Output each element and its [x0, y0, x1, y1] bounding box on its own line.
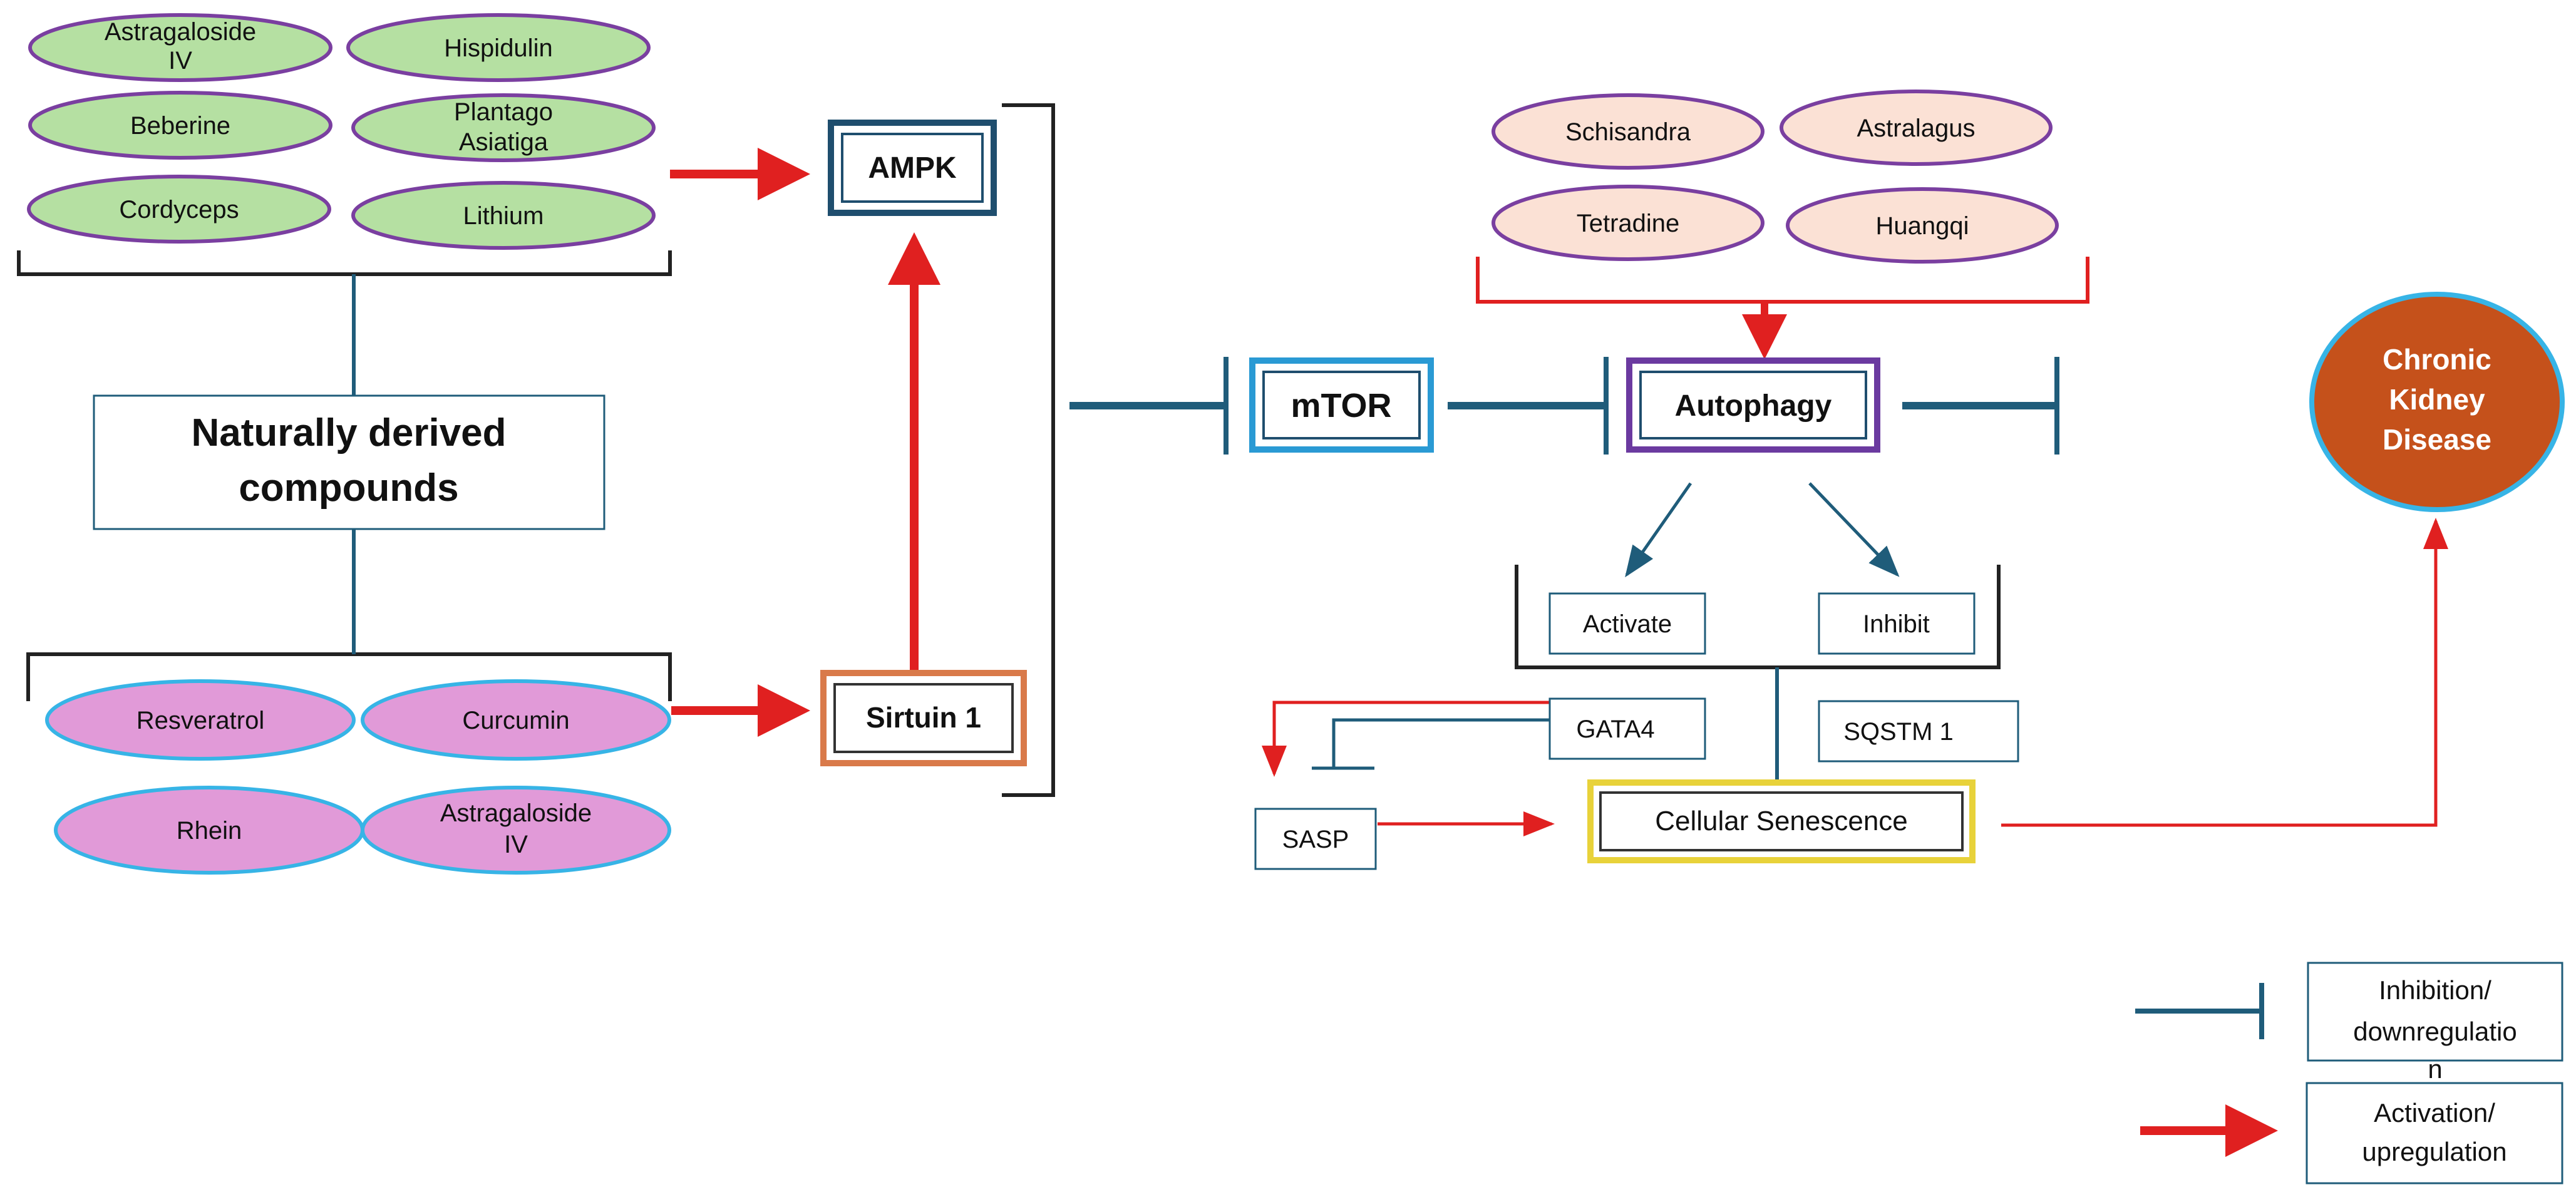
node-label: mTOR: [1291, 387, 1391, 424]
compound-label: Curcumin: [462, 707, 569, 734]
node-label: AMPK: [868, 152, 957, 185]
node-label: Inhibit: [1863, 610, 1930, 638]
arrow-autophagy-to-inhibit: [1808, 482, 1900, 577]
node-label: Chronic: [2383, 343, 2491, 376]
node-label: Autophagy: [1675, 389, 1832, 423]
bracket-peach-compounds: [1476, 257, 2089, 304]
connectors: [17, 103, 2448, 836]
bracket-pink-compounds: [26, 652, 672, 701]
bracket-activate-inhibit: [1515, 565, 2001, 669]
node-activate: Activate: [1548, 592, 1706, 655]
compound-label: Beberine: [130, 112, 230, 140]
pink-compounds: Resveratrol Curcumin Rhein Astragaloside…: [45, 679, 671, 875]
legend-label: Activation/: [2374, 1098, 2495, 1128]
compound-label: Astragaloside: [105, 18, 256, 46]
compound-beberine: Beberine: [28, 91, 332, 160]
arrow-senescence-to-ckd: [2001, 518, 2448, 827]
node-label: Cellular Senescence: [1655, 806, 1908, 836]
peach-compounds: Schisandra Astralagus Tetradine Huangqi: [1492, 90, 2059, 264]
compound-label: Huangqi: [1875, 212, 1969, 240]
node-cellular-senescence: Cellular Senescence: [1587, 779, 1976, 863]
compound-label: Lithium: [463, 202, 544, 230]
compound-tetradine: Tetradine: [1492, 185, 1765, 261]
bracket-green-compounds: [17, 250, 672, 276]
legend-label: n: [2428, 1054, 2442, 1084]
compound-hispidulin: Hispidulin: [346, 13, 651, 82]
compound-label: Plantago: [454, 98, 553, 126]
node-label: SQSTM 1: [1843, 718, 1954, 746]
label-line: Naturally derived: [191, 411, 506, 455]
compound-plantago-asiatiga: Plantago Asiatiga: [351, 93, 656, 162]
node-sasp: SASP: [1254, 808, 1377, 870]
legend-activation: Activation/ upregulation: [2140, 1082, 2563, 1184]
compound-rhein: Rhein: [54, 786, 364, 875]
node-inhibit: Inhibit: [1818, 592, 1976, 655]
green-compounds: Astragaloside IV Hispidulin Beberine Pla…: [27, 13, 656, 250]
legend-label: upregulation: [2362, 1137, 2506, 1166]
compound-label: Rhein: [177, 817, 242, 845]
compound-resveratrol: Resveratrol: [45, 679, 356, 761]
arrow-gata4-to-sasp: [1262, 701, 1550, 777]
arrow-autophagy-to-activate: [1625, 482, 1692, 578]
compound-lithium: Lithium: [351, 181, 656, 250]
compound-astragaloside-iv: Astragaloside IV: [28, 13, 332, 82]
node-chronic-kidney-disease: Chronic Kidney Disease: [2309, 292, 2565, 512]
node-gata4: GATA4: [1548, 697, 1706, 760]
node-mtor: mTOR: [1249, 357, 1434, 453]
compound-label: Astralagus: [1857, 115, 1976, 142]
compound-huangqi: Huangqi: [1786, 187, 2059, 264]
compound-label: Resveratrol: [137, 707, 265, 734]
compound-label: Tetradine: [1577, 210, 1680, 237]
node-label: GATA4: [1576, 716, 1654, 743]
node-label: SASP: [1282, 826, 1349, 853]
bracket-ampk-sirtuin: [1002, 103, 1055, 797]
legend-label: downregulatio: [2353, 1017, 2517, 1046]
compound-label: Hispidulin: [444, 34, 552, 62]
compound-label: Astragaloside: [440, 799, 592, 827]
compound-curcumin: Curcumin: [361, 679, 671, 761]
node-label: Disease: [2383, 423, 2491, 456]
compound-cordyceps: Cordyceps: [27, 175, 331, 244]
compound-label: IV: [504, 831, 528, 858]
compound-label: Asiatiga: [459, 128, 549, 156]
node-ampk: AMPK: [828, 120, 997, 216]
node-label: Activate: [1583, 610, 1672, 638]
legend-inhibition: Inhibition/ downregulatio n: [2135, 962, 2563, 1084]
compound-astralagus: Astralagus: [1780, 90, 2053, 166]
natural-compounds-label: Naturally derived compounds: [93, 394, 605, 530]
node-label: Sirtuin 1: [866, 701, 981, 734]
inhibit-gata4: [1332, 718, 1550, 767]
legend-label: Inhibition/: [2379, 975, 2491, 1005]
label-line: compounds: [239, 466, 458, 510]
compound-label: Cordyceps: [119, 196, 239, 224]
node-sqstm1: SQSTM 1: [1818, 700, 2019, 763]
compound-astragaloside-iv-2: Astragaloside IV: [361, 786, 671, 875]
compound-label: IV: [168, 47, 192, 74]
node-autophagy: Autophagy: [1626, 357, 1880, 453]
compound-label: Schisandra: [1565, 118, 1691, 146]
legend: Inhibition/ downregulatio n Activation/ …: [2135, 962, 2563, 1184]
node-sirtuin-1: Sirtuin 1: [820, 670, 1027, 766]
compound-schisandra: Schisandra: [1492, 93, 1765, 170]
node-label: Kidney: [2389, 383, 2485, 416]
